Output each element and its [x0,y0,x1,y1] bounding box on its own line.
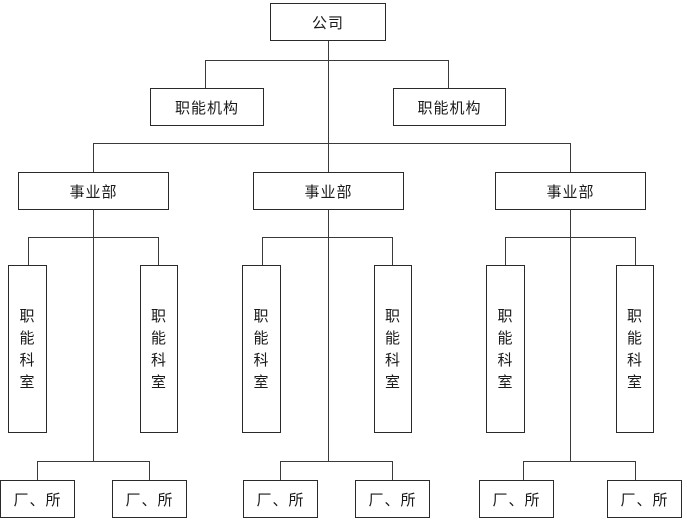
plant-label: 厂、所 [256,490,305,509]
staff-office-node: 职能科室 [374,265,412,433]
plant-label: 厂、所 [368,490,417,509]
connector-div1-plant-left [37,461,39,480]
staff-unit-node: 职能机构 [150,88,264,126]
staff-unit-node: 职能机构 [393,88,506,126]
staff-office-char: 室 [150,373,167,391]
connector-staff-bar [205,60,448,62]
company-label: 公司 [311,13,344,32]
plant-label: 厂、所 [492,490,541,509]
connector-div2-plant-right [392,461,394,480]
staff-office-node: 职能科室 [140,265,178,433]
connector-staff-left [205,60,207,88]
staff-office-char: 能 [626,329,643,347]
connector-div2-plant-bar [280,461,392,463]
connector-div3-plant-right [635,461,637,480]
connector-div1-office-left [28,237,30,265]
connector-division-right [570,143,572,172]
staff-office-char: 能 [497,329,514,347]
staff-office-char: 职 [384,307,401,325]
plant-label: 厂、所 [125,490,174,509]
staff-unit-label: 职能机构 [174,98,239,117]
connector-div2-office-left [262,237,264,265]
staff-office-char: 科 [253,351,270,369]
staff-office-char: 科 [497,351,514,369]
plant-node: 厂、所 [112,480,187,518]
division-node: 事业部 [495,172,646,210]
connector-division-bar [93,143,570,145]
staff-office-char: 职 [19,307,36,325]
plant-node: 厂、所 [243,480,318,518]
staff-office-char: 职 [626,307,643,325]
plant-node: 厂、所 [607,480,682,518]
connector-div3-office-right [635,237,637,265]
staff-office-char: 能 [253,329,270,347]
connector-div2-office-right [392,237,394,265]
connector-div1-plant-bar [37,461,149,463]
division-label: 事业部 [546,182,595,201]
staff-office-char: 职 [253,307,270,325]
connector-div1-stem [93,209,95,461]
staff-office-char: 科 [150,351,167,369]
staff-office-char: 室 [384,373,401,391]
connector-division-middle [328,143,330,172]
plant-node: 厂、所 [0,480,75,518]
company-node: 公司 [270,3,386,41]
connector-division-left [93,143,95,172]
staff-office-char: 能 [150,329,167,347]
staff-office-char: 能 [19,329,36,347]
division-node: 事业部 [18,172,169,210]
staff-office-char: 室 [626,373,643,391]
connector-div1-office-right [158,237,160,265]
division-label: 事业部 [69,182,118,201]
staff-office-node: 职能科室 [242,265,281,433]
staff-unit-label: 职能机构 [417,98,482,117]
staff-office-node: 职能科室 [486,265,525,433]
staff-office-char: 科 [626,351,643,369]
connector-staff-right [448,60,450,88]
connector-div3-office-bar [505,237,635,239]
connector-div1-office-bar [28,237,158,239]
connector-div3-stem [570,209,572,461]
staff-office-char: 室 [497,373,514,391]
plant-label: 厂、所 [13,490,62,509]
connector-div2-office-bar [262,237,392,239]
connector-company-stem [328,40,330,143]
staff-office-char: 职 [150,307,167,325]
connector-div1-plant-right [149,461,151,480]
division-node: 事业部 [253,172,404,210]
staff-office-char: 室 [253,373,270,391]
staff-office-char: 能 [384,329,401,347]
plant-node: 厂、所 [355,480,430,518]
division-label: 事业部 [304,182,353,201]
plant-node: 厂、所 [479,480,554,518]
connector-div3-plant-bar [523,461,635,463]
staff-office-char: 室 [19,373,36,391]
staff-office-char: 科 [19,351,36,369]
plant-label: 厂、所 [620,490,669,509]
connector-div2-plant-left [280,461,282,480]
staff-office-node: 职能科室 [8,265,47,433]
staff-office-char: 职 [497,307,514,325]
staff-office-char: 科 [384,351,401,369]
connector-div3-plant-left [523,461,525,480]
connector-div2-stem [328,209,330,461]
staff-office-node: 职能科室 [616,265,654,433]
connector-div3-office-left [505,237,507,265]
